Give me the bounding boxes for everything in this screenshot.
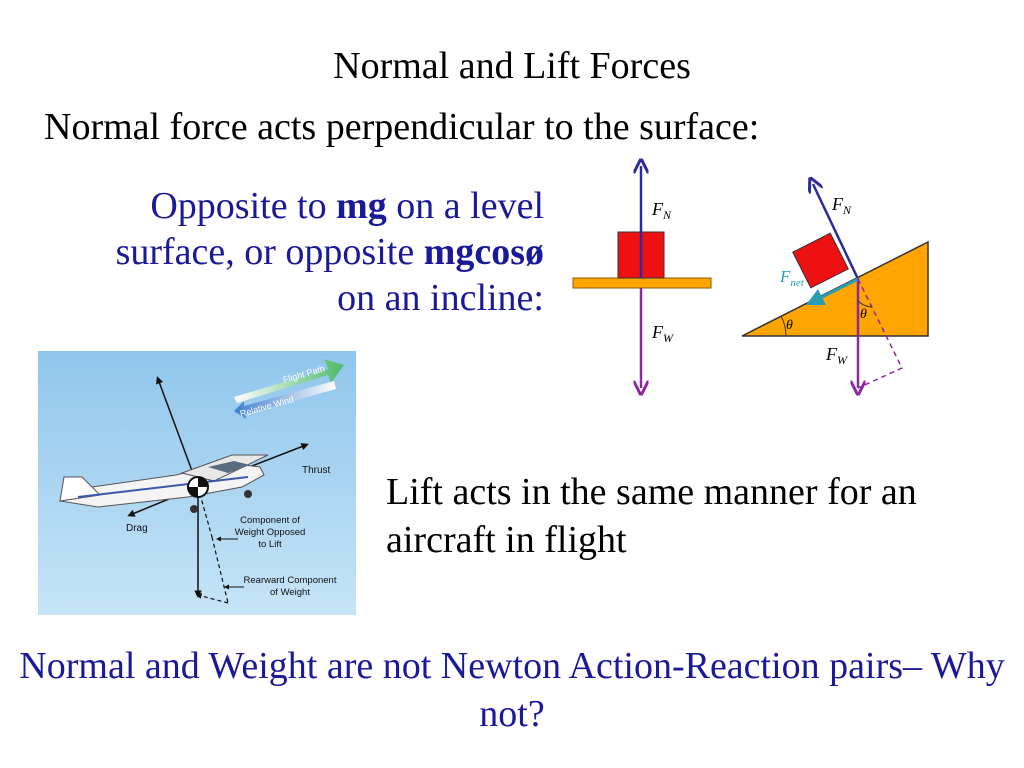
fw-label: FW [651,322,674,345]
component-opposed-label-1: Component of [240,515,300,526]
incline-fnet-label: Fnet [779,267,805,289]
rearward-label-1: Rearward Component [244,575,337,586]
theta-arc-left [780,315,787,337]
thrust-label: Thrust [302,465,331,476]
plane-wheel-rear [190,505,198,513]
level-surface-diagram: FN FW [572,160,712,394]
rearward-component-arrow [195,593,229,604]
slide-subtitle: Normal force acts perpendicular to the s… [44,106,760,148]
desc-part-2: on a level surface, or opposite [115,185,544,273]
component-opposed-label-3: to Lift [258,539,282,550]
aircraft-forces-diagram: Flight Path Relative Wind Thrust Drag Co… [38,351,356,615]
plane-windows [208,461,250,473]
desc-part-3: on an incline: [337,277,544,319]
component-opposed-label-2: Weight Opposed [235,527,306,538]
plane-stripe [77,476,249,498]
desc-mgcos: mgcosø [423,231,544,273]
flight-path-arrow [234,359,344,403]
desc-mg: mg [336,185,387,227]
rearward-label-2: of Weight [270,587,310,598]
incline-block [792,232,849,289]
fn-label: FN [651,199,672,222]
desc-part-1: Opposite to [150,185,337,227]
incline-diagram: θ θ FN Fnet FW [741,176,929,394]
lift-arrow [156,376,199,488]
bottom-question: Normal and Weight are not Newton Action-… [19,645,1005,735]
normal-force-description: Opposite to mg on a level surface, or op… [84,183,544,321]
theta-right-label: θ [860,307,867,322]
incline-fn-label: FN [831,194,852,217]
theta-left-label: θ [786,318,793,333]
plane-wheel [244,490,252,498]
relative-wind-arrow [234,381,336,419]
lift-explanation: Lift acts in the same manner for an airc… [386,471,917,561]
theta-arc-right [857,300,873,308]
slide-title: Normal and Lift Forces [333,45,691,87]
center-of-gravity-q3 [188,487,198,497]
drag-label: Drag [126,523,148,534]
incline-normal-arrow [813,184,860,280]
weight-opposed-arrow-b [211,536,229,604]
center-of-gravity-q1 [198,477,208,487]
weight-component-dashed [857,278,904,389]
fnet-arrow [805,277,859,306]
incline-fw-label: FW [825,344,848,367]
level-surface [572,277,712,289]
